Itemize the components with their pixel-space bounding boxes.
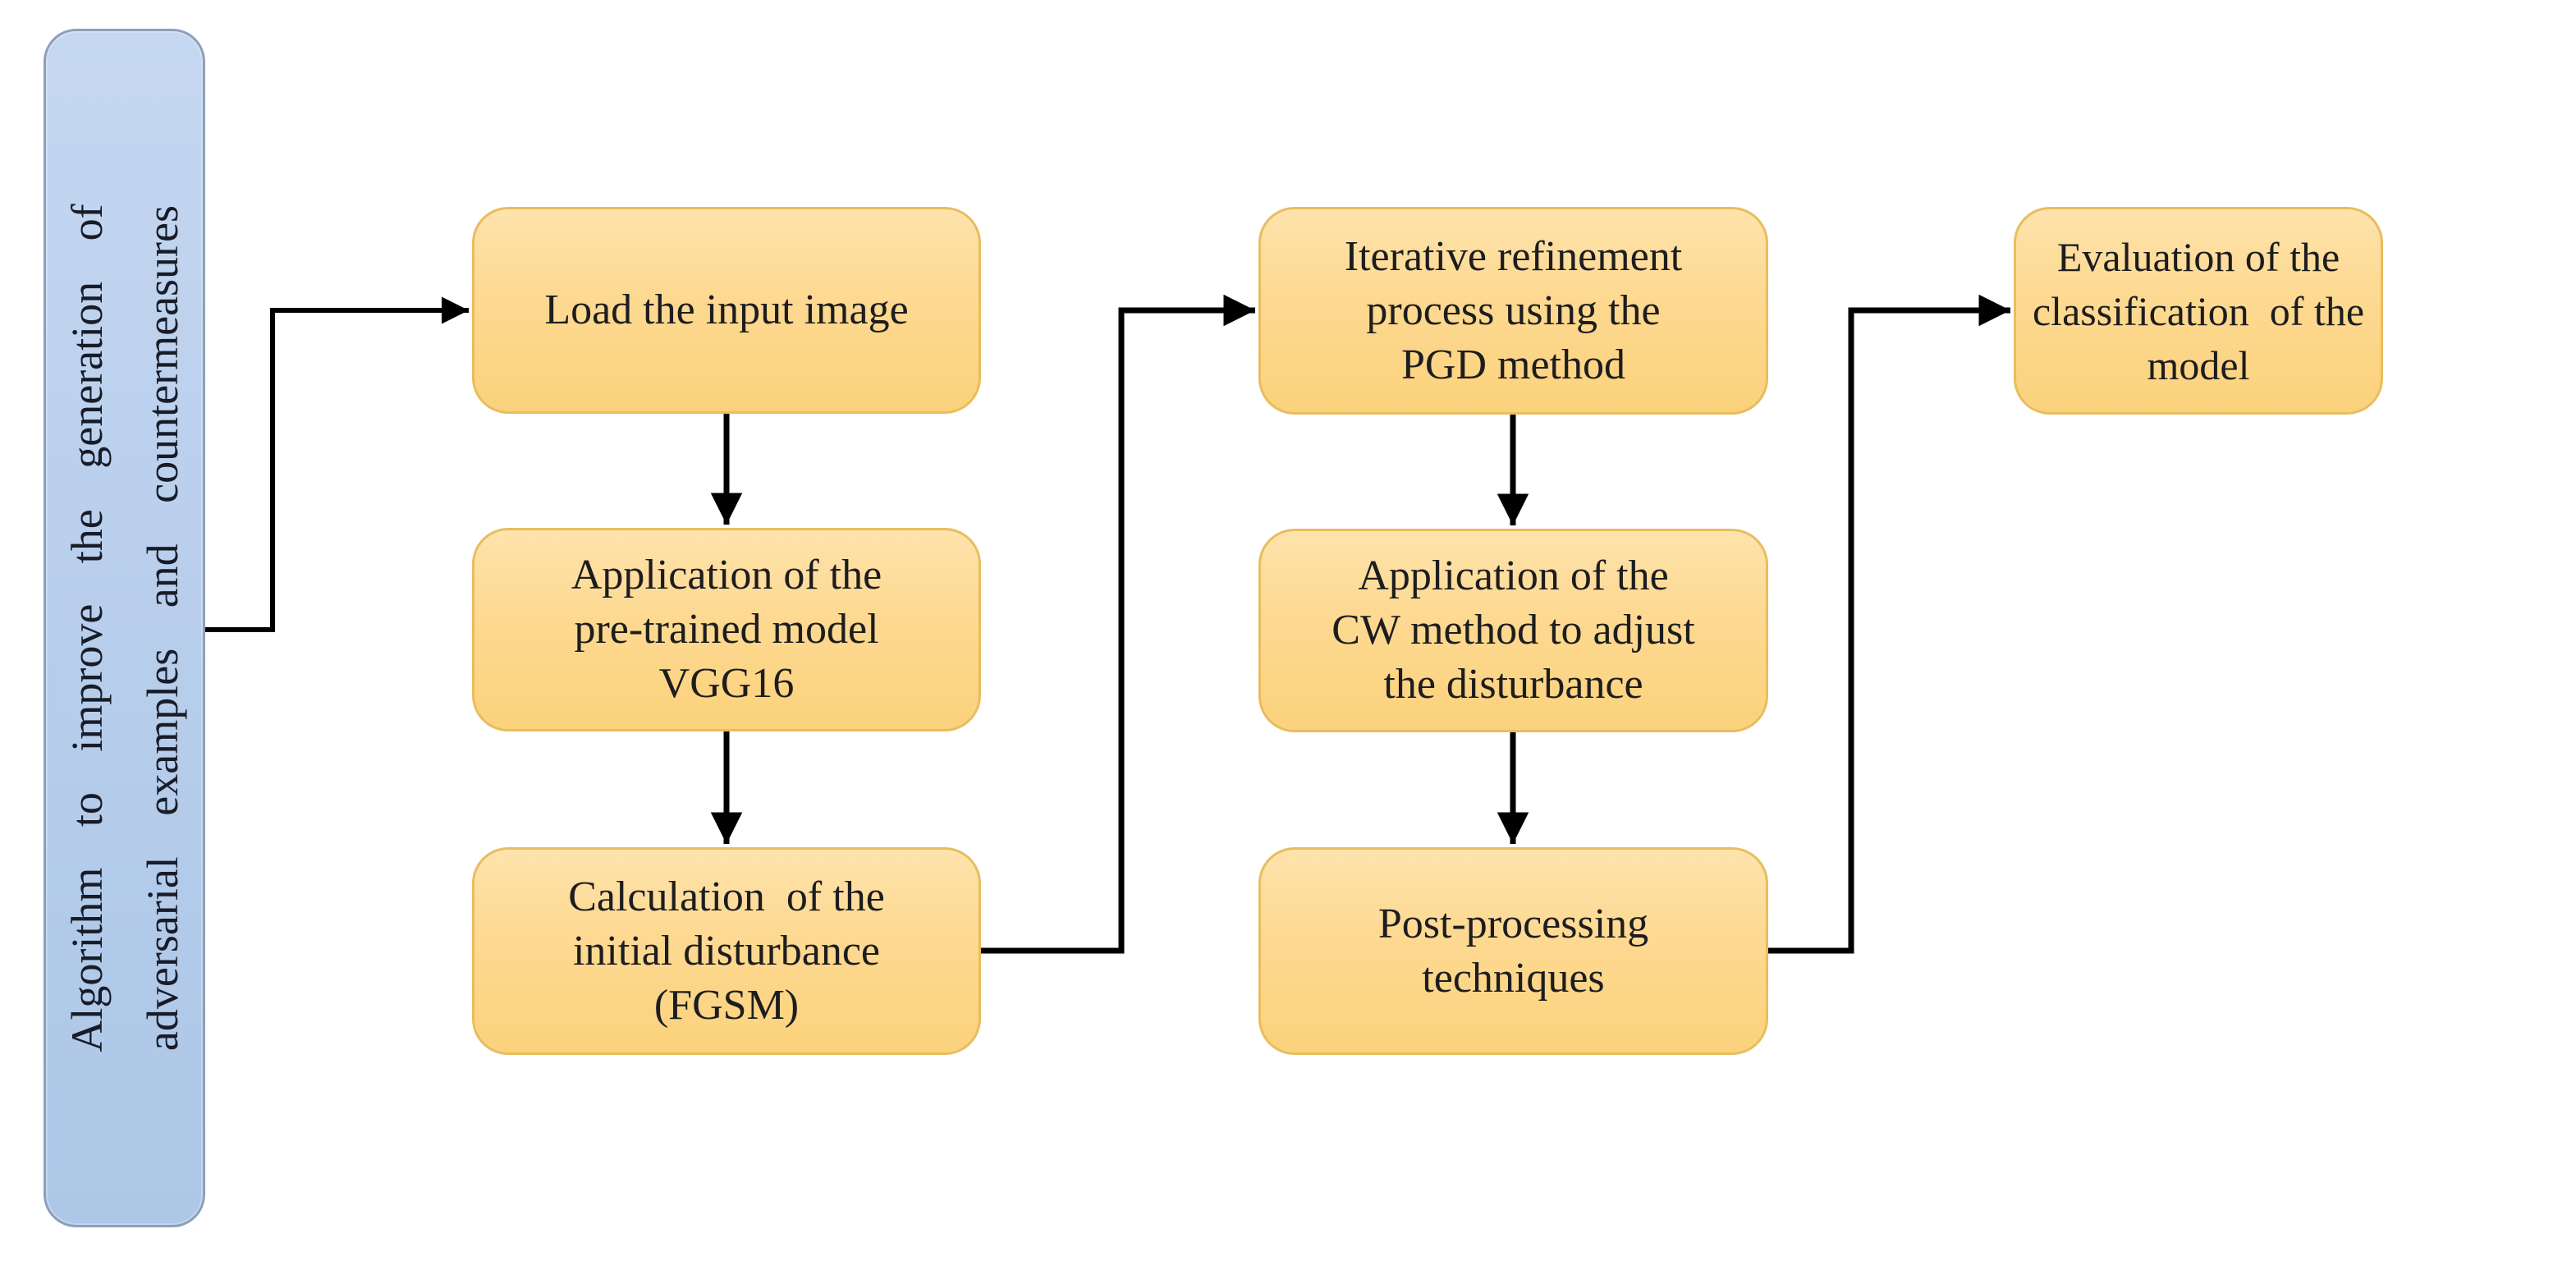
arrow-panel-to-load: [205, 296, 469, 632]
node-label: Iterative refinement process using the P…: [1344, 232, 1683, 388]
flow-node-load-input-image: Load the input image: [472, 207, 981, 414]
flow-node-initial-disturbance-fgsm: Calculation of the initial disturbance (…: [472, 847, 981, 1055]
flow-node-cw-method-adjust: Application of the CW method to adjust t…: [1258, 529, 1768, 732]
algorithm-title-text: Algorithm to improve the generation of a…: [62, 204, 187, 1052]
flow-node-pretrained-vgg16: Application of the pre-trained model VGG…: [472, 528, 981, 731]
arrow-postprocess-to-evaluation: [1768, 294, 2010, 954]
arrow-fgsm-to-pgd: [981, 294, 1255, 954]
algorithm-title-panel: Algorithm to improve the generation of a…: [44, 29, 205, 1227]
flow-node-evaluation-classification: Evaluation of the classification of the …: [2014, 207, 2383, 415]
node-label: Load the input image: [544, 287, 909, 333]
node-label: Application of the CW method to adjust t…: [1332, 553, 1695, 708]
flow-node-postprocessing-techniques: Post-processing techniques: [1258, 847, 1768, 1055]
node-label: Calculation of the initial disturbance (…: [568, 873, 885, 1029]
node-label: Application of the pre-trained model VGG…: [571, 552, 882, 707]
node-label: Evaluation of the classification of the …: [2032, 233, 2365, 388]
node-label: Post-processing techniques: [1377, 900, 1649, 1002]
flow-node-iterative-refinement-pgd: Iterative refinement process using the P…: [1258, 207, 1768, 415]
